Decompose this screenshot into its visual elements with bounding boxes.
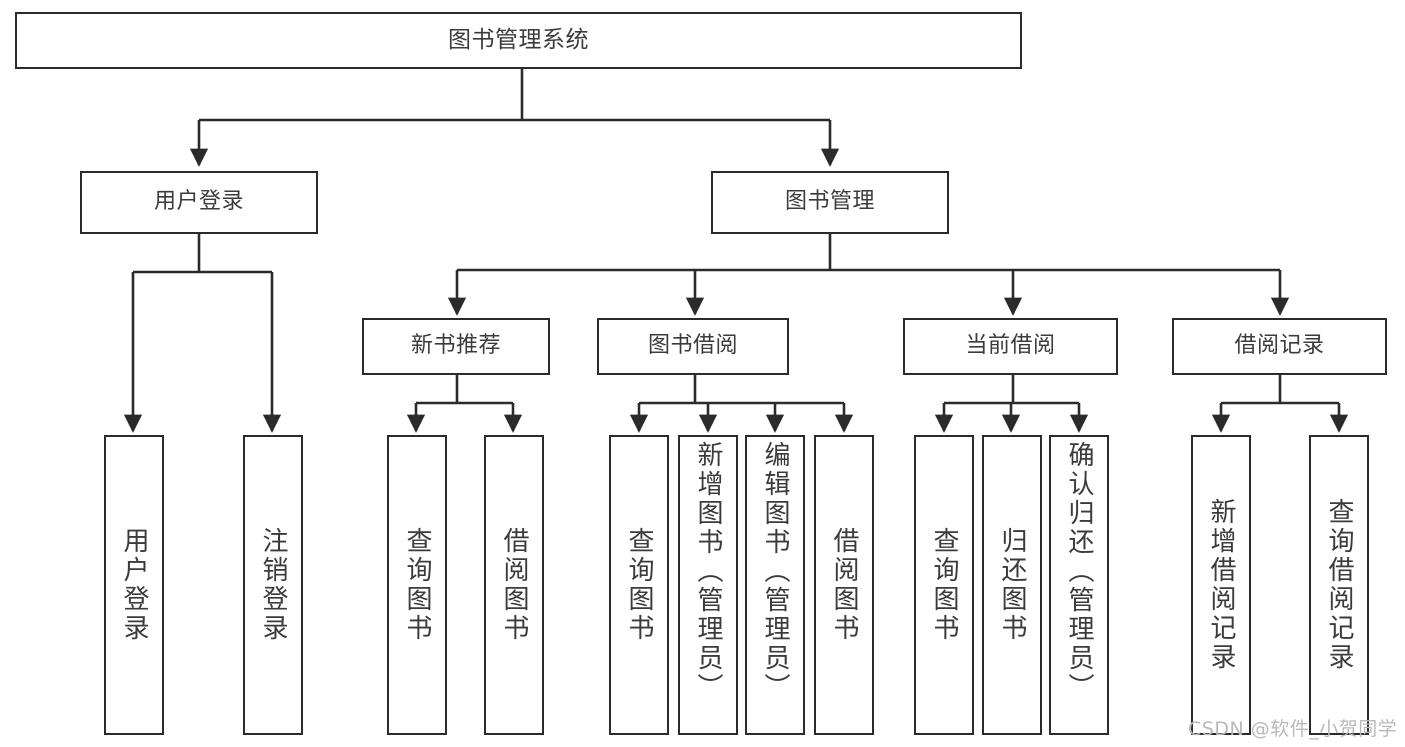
node-user-login-label: 用户登录	[153, 189, 244, 215]
node-leaf-user-login-label: 用户登录	[119, 527, 149, 643]
node-leaf-return-book[interactable]: 归还图书	[982, 435, 1042, 735]
node-leaf-confirm-return-admin[interactable]: 确认归还（管理员）	[1049, 435, 1109, 735]
node-borrow-records-label: 借阅记录	[1234, 333, 1325, 359]
node-book-borrow[interactable]: 图书借阅	[597, 318, 789, 375]
node-leaf-query-book-nb-label: 查询图书	[402, 527, 432, 643]
node-book-borrow-label: 图书借阅	[647, 333, 738, 359]
node-leaf-borrow-book-nb-label: 借阅图书	[499, 527, 529, 643]
node-leaf-confirm-return-admin-label: 确认归还（管理员）	[1064, 441, 1094, 702]
node-new-book-recommend-label: 新书推荐	[410, 333, 501, 359]
node-leaf-add-borrow-record[interactable]: 新增借阅记录	[1191, 435, 1251, 735]
node-leaf-logout-label: 注销登录	[258, 527, 288, 643]
node-leaf-borrow-book-nb[interactable]: 借阅图书	[484, 435, 544, 735]
node-leaf-add-book-admin[interactable]: 新增图书（管理员）	[678, 435, 738, 735]
node-leaf-edit-book-admin-label: 编辑图书（管理员）	[760, 441, 790, 702]
node-leaf-query-book-nb[interactable]: 查询图书	[387, 435, 447, 735]
node-root[interactable]: 图书管理系统	[15, 12, 1022, 69]
node-leaf-query-borrow-record[interactable]: 查询借阅记录	[1309, 435, 1369, 735]
node-leaf-user-login[interactable]: 用户登录	[104, 435, 164, 735]
node-new-book-recommend[interactable]: 新书推荐	[362, 318, 550, 375]
node-book-manage[interactable]: 图书管理	[711, 171, 949, 234]
csdn-watermark: CSDN @软件_小贺同学	[1188, 718, 1398, 740]
node-leaf-edit-book-admin[interactable]: 编辑图书（管理员）	[745, 435, 805, 735]
node-leaf-query-book-cb-label: 查询图书	[929, 527, 959, 643]
node-current-borrow[interactable]: 当前借阅	[903, 318, 1118, 375]
node-leaf-query-book-cb[interactable]: 查询图书	[914, 435, 974, 735]
node-leaf-query-book-bb-label: 查询图书	[624, 527, 654, 643]
node-book-manage-label: 图书管理	[784, 189, 875, 215]
node-leaf-borrow-book-bb[interactable]: 借阅图书	[814, 435, 874, 735]
node-user-login[interactable]: 用户登录	[80, 171, 318, 234]
node-current-borrow-label: 当前借阅	[965, 333, 1056, 359]
node-leaf-add-book-admin-label: 新增图书（管理员）	[693, 441, 723, 702]
node-leaf-query-borrow-record-label: 查询借阅记录	[1324, 498, 1354, 672]
node-leaf-return-book-label: 归还图书	[997, 527, 1027, 643]
node-leaf-logout[interactable]: 注销登录	[243, 435, 303, 735]
node-borrow-records[interactable]: 借阅记录	[1172, 318, 1387, 375]
node-leaf-add-borrow-record-label: 新增借阅记录	[1206, 498, 1236, 672]
node-leaf-borrow-book-bb-label: 借阅图书	[829, 527, 859, 643]
node-root-label: 图书管理系统	[448, 26, 589, 53]
node-leaf-query-book-bb[interactable]: 查询图书	[609, 435, 669, 735]
